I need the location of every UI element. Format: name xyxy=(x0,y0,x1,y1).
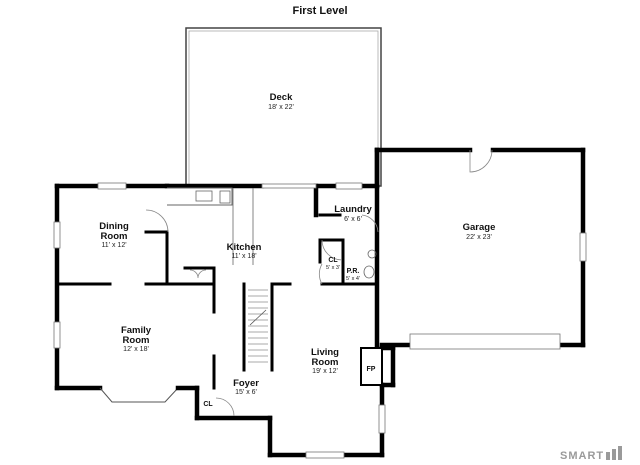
room-label-family: Family Room 12' x 18' xyxy=(121,325,152,353)
svg-text:18' x 22': 18' x 22' xyxy=(268,104,294,111)
house-walls xyxy=(54,147,396,458)
svg-text:5' x 3': 5' x 3' xyxy=(326,265,340,271)
room-label-dining: Dining Room 11' x 12' xyxy=(99,221,129,249)
svg-text:12' x 18': 12' x 18' xyxy=(123,346,149,353)
stairs xyxy=(248,289,268,363)
svg-text:Living: Living xyxy=(311,347,339,358)
svg-text:Kitchen: Kitchen xyxy=(227,242,262,253)
svg-text:19' x 12': 19' x 12' xyxy=(312,368,338,375)
brand-logo: SMART xyxy=(560,446,622,462)
svg-text:Dining: Dining xyxy=(99,221,129,232)
svg-text:Foyer: Foyer xyxy=(233,378,259,389)
powder-room-fixtures xyxy=(363,249,377,279)
svg-text:11' x 18': 11' x 18' xyxy=(231,253,256,260)
door-swings xyxy=(145,149,493,417)
windows xyxy=(53,182,587,459)
room-label-deck: Deck 18' x 22' xyxy=(268,92,294,111)
svg-text:Room: Room xyxy=(123,335,150,346)
svg-text:Laundry: Laundry xyxy=(334,204,372,215)
svg-text:Garage: Garage xyxy=(463,222,496,233)
interior-walls xyxy=(58,213,383,390)
svg-text:SMART: SMART xyxy=(560,450,604,462)
fireplace-label: FP xyxy=(367,366,376,373)
svg-text:22' x 23': 22' x 23' xyxy=(466,234,492,241)
svg-text:Deck: Deck xyxy=(270,92,293,103)
plan-title: First Level xyxy=(292,5,347,17)
room-label-laundry: Laundry 6' x 6' xyxy=(334,204,372,223)
svg-text:6' x 6': 6' x 6' xyxy=(344,216,362,223)
svg-text:P.R.: P.R. xyxy=(347,268,360,275)
svg-text:5' x 4': 5' x 4' xyxy=(346,276,360,282)
room-label-living: Living Room 19' x 12' xyxy=(311,347,339,375)
svg-text:15' x 6': 15' x 6' xyxy=(235,389,257,396)
room-label-garage: Garage 22' x 23' xyxy=(463,222,496,241)
svg-text:CL: CL xyxy=(328,257,338,264)
svg-text:Room: Room xyxy=(312,357,339,368)
svg-text:11' x 12': 11' x 12' xyxy=(101,242,126,249)
kitchen-counters xyxy=(167,187,254,265)
powder-room-label: P.R. 5' x 4' xyxy=(346,268,360,282)
garage-walls xyxy=(374,147,586,350)
svg-text:Room: Room xyxy=(101,231,128,242)
room-label-kitchen: Kitchen 11' x 18' xyxy=(227,242,262,260)
svg-text:Family: Family xyxy=(121,325,152,336)
room-label-foyer: Foyer 15' x 6' xyxy=(233,378,259,396)
closet-label: CL 5' x 3' xyxy=(326,257,340,271)
foyer-closet-label: CL xyxy=(203,401,213,408)
